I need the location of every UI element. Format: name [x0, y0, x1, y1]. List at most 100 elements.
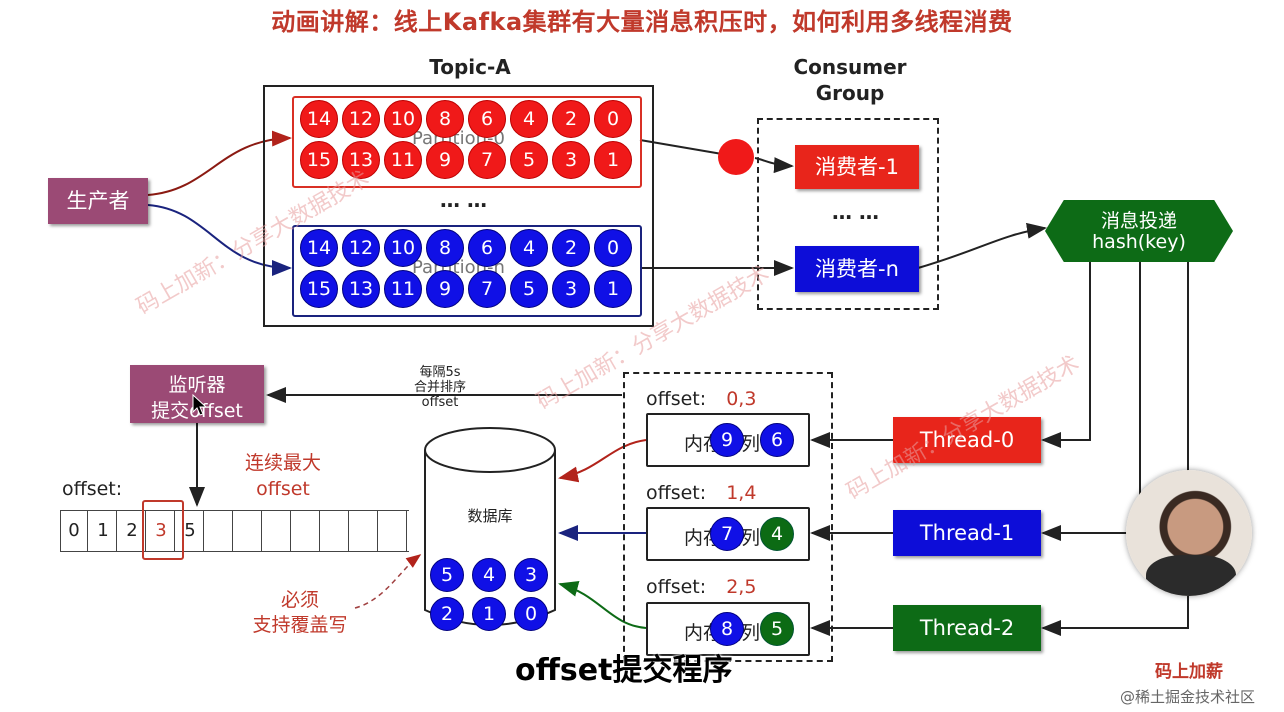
message-ball: 15	[300, 270, 338, 308]
consumer-1-box: 消费者-1	[795, 145, 919, 189]
consumer-group-header-line1: Consumer	[793, 55, 907, 79]
thread-2-offset-label: offset:	[646, 576, 707, 598]
thread-0-offset: offset: 0,3	[646, 388, 756, 410]
message-ball: 4	[510, 100, 548, 138]
max-offset-note: 连续最大 offset	[228, 450, 338, 502]
queued-message-ball: 7	[710, 517, 744, 551]
offset-cell	[380, 511, 407, 551]
in-flight-message	[718, 139, 754, 175]
message-ball: 14	[300, 229, 338, 267]
message-ball: 6	[468, 100, 506, 138]
message-ball: 15	[300, 141, 338, 179]
offset-cell-highlighted: 3	[148, 511, 175, 551]
message-ball: 7	[468, 270, 506, 308]
diagram-title: 动画讲解：线上Kafka集群有大量消息积压时，如何利用多线程消费	[271, 8, 1013, 36]
consumer-group-header-line2: Group	[815, 81, 885, 105]
thread-0-offset-value: 0,3	[726, 388, 757, 410]
partition-0: Partition-0 14 12 10 8 6 4 2 0 15 13 11 …	[292, 96, 642, 188]
message-ball: 9	[426, 270, 464, 308]
thread-2-box: Thread-2	[893, 605, 1041, 651]
message-ball: 1	[594, 270, 632, 308]
offset-cell	[206, 511, 233, 551]
stored-message-ball: 1	[472, 597, 506, 631]
video-subtitle: offset提交程序	[515, 653, 733, 688]
offset-cell: 2	[119, 511, 146, 551]
thread-2-memory-queue: 内存队列 8 5	[646, 602, 810, 656]
presenter-avatar	[1126, 470, 1252, 596]
consumer-n-box: 消费者-n	[795, 246, 919, 292]
commit-note-line2: 合并排序	[413, 380, 466, 395]
max-offset-note-line2: offset	[256, 478, 310, 500]
thread-1-offset-value: 1,4	[726, 482, 757, 504]
message-ball: 1	[594, 141, 632, 179]
thread-1-offset: offset: 1,4	[646, 482, 756, 504]
commit-note-line3: offset	[421, 395, 459, 410]
stored-message-ball: 3	[514, 558, 548, 592]
queued-message-ball: 9	[710, 423, 744, 457]
offset-cell	[293, 511, 320, 551]
corner-logo: 码上加薪	[1155, 662, 1223, 682]
producer-box: 生产者	[48, 178, 148, 224]
offset-cell	[351, 511, 378, 551]
thread-0-memory-queue: 内存队列 9 6	[646, 413, 810, 467]
message-ball: 4	[510, 229, 548, 267]
commit-note-line1: 每隔5s	[419, 365, 461, 380]
stored-message-ball: 5	[430, 558, 464, 592]
offset-cell	[322, 511, 349, 551]
message-ball: 8	[426, 229, 464, 267]
thread-0-offset-label: offset:	[646, 388, 707, 410]
message-ball: 14	[300, 100, 338, 138]
message-ball: 3	[552, 141, 590, 179]
thread-2-offset: offset: 2,5	[646, 576, 756, 598]
message-ball: 5	[510, 141, 548, 179]
offset-cell: 0	[61, 511, 88, 551]
consumer-group	[757, 118, 939, 310]
message-ball: 12	[342, 100, 380, 138]
thread-1-offset-label: offset:	[646, 482, 707, 504]
overwrite-note-line1: 必须	[280, 589, 319, 611]
queued-message-ball: 5	[760, 612, 794, 646]
offset-cell	[264, 511, 291, 551]
message-ball: 2	[552, 229, 590, 267]
message-ball: 8	[426, 100, 464, 138]
commit-interval-note: 每隔5s 合并排序 offset	[395, 365, 485, 410]
message-ball: 9	[426, 141, 464, 179]
topic-header: Topic-A	[429, 55, 511, 79]
overwrite-note: 必须 支持覆盖写	[240, 588, 360, 638]
max-offset-note-line1: 连续最大	[244, 452, 321, 474]
stored-message-ball: 4	[472, 558, 506, 592]
message-ball: 10	[384, 229, 422, 267]
queued-message-ball: 8	[710, 612, 744, 646]
corner-credit: @稀土掘金技术社区	[1120, 688, 1256, 706]
partition-ellipsis: … …	[440, 188, 487, 212]
message-ball: 11	[384, 270, 422, 308]
queued-message-ball: 6	[760, 423, 794, 457]
overwrite-note-line2: 支持覆盖写	[252, 614, 348, 636]
thread-2-offset-value: 2,5	[726, 576, 757, 598]
consumer-ellipsis: … …	[832, 200, 879, 224]
listener-box: 监听器 提交offset	[130, 365, 264, 423]
message-ball: 13	[342, 270, 380, 308]
message-ball: 6	[468, 229, 506, 267]
thread-0-box: Thread-0	[893, 417, 1041, 463]
offset-cell	[235, 511, 262, 551]
message-ball: 7	[468, 141, 506, 179]
dispatcher-line2: hash(key)	[1092, 231, 1186, 253]
max-offset-highlight	[142, 500, 184, 560]
message-ball: 12	[342, 229, 380, 267]
offset-array: 0 1 2 3 5	[60, 510, 409, 552]
avatar-shoulders	[1146, 555, 1236, 596]
listener-line1: 监听器	[168, 374, 226, 396]
dispatcher-line1: 消息投递	[1100, 210, 1177, 232]
database-label: 数据库	[467, 507, 513, 525]
stored-message-ball: 0	[514, 597, 548, 631]
message-ball: 0	[594, 229, 632, 267]
partition-n: Partition-n 14 12 10 8 6 4 2 0 15 13 11 …	[292, 225, 642, 317]
message-ball: 5	[510, 270, 548, 308]
listener-line2: 提交offset	[151, 400, 243, 422]
queued-message-ball: 4	[760, 517, 794, 551]
message-ball: 13	[342, 141, 380, 179]
thread-1-box: Thread-1	[893, 510, 1041, 556]
mouse-cursor-icon	[192, 394, 208, 416]
message-ball: 10	[384, 100, 422, 138]
